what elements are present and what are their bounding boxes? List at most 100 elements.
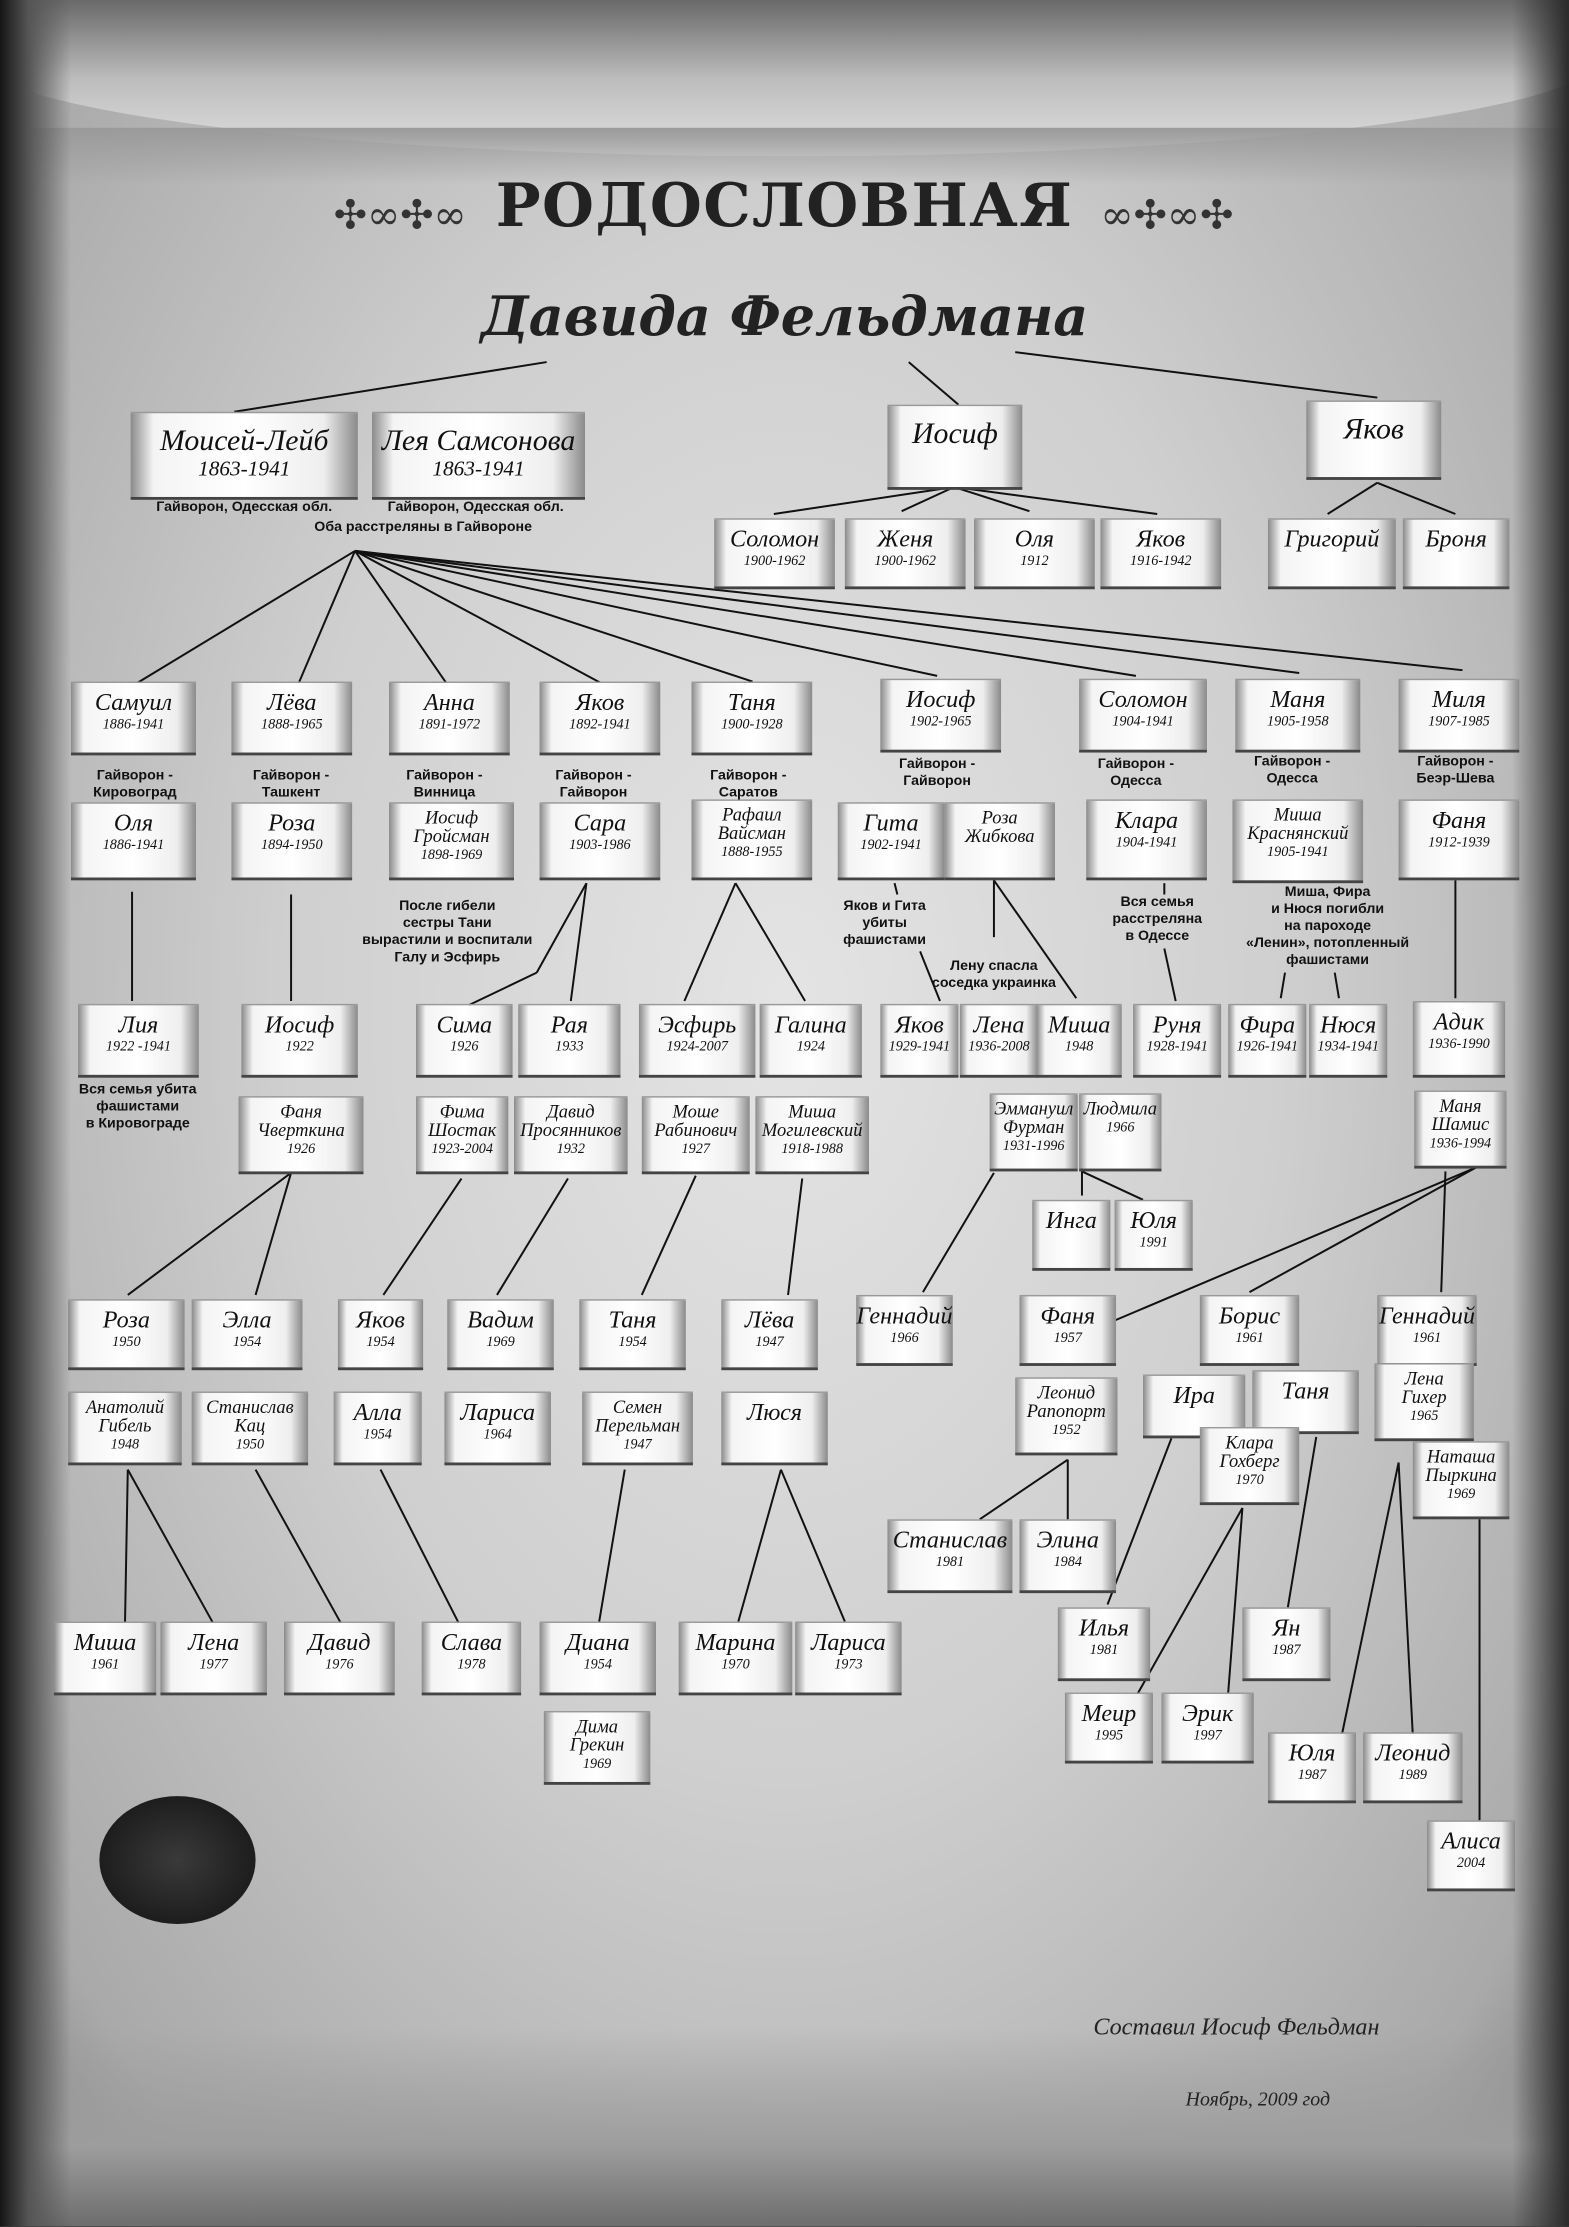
person-years: 1969 — [486, 1334, 515, 1351]
person-years: 1997 — [1193, 1728, 1222, 1744]
annotation-text: Гайворон, Одесская обл. — [387, 499, 564, 516]
person-name: Ира — [1173, 1381, 1215, 1409]
person-years: 1950 — [235, 1436, 265, 1453]
person-years: 1964 — [483, 1426, 512, 1443]
annotation-text: Гайворон - Гайворон — [555, 768, 632, 801]
person-name: Миша — [1047, 1010, 1111, 1038]
person-card: Инга — [1032, 1199, 1111, 1271]
person-years: 1954 — [618, 1334, 647, 1351]
connector-line — [254, 1172, 293, 1296]
person-name: Лена — [188, 1628, 240, 1656]
person-name: Миша Могилевский — [761, 1100, 863, 1141]
person-name: Лариса — [811, 1628, 886, 1656]
scroll-left-edge — [0, 0, 71, 2227]
connector-line — [297, 550, 356, 685]
person-years: 1932 — [556, 1141, 585, 1158]
person-years: 1947 — [623, 1436, 652, 1453]
person-name: Роза — [102, 1306, 150, 1334]
person-name: Иосиф — [264, 1010, 335, 1038]
person-years: 1907-1985 — [1428, 714, 1490, 730]
person-years: 1933 — [555, 1039, 584, 1055]
connector-line — [134, 550, 356, 686]
connector-line — [234, 361, 547, 413]
person-name: Геннадий — [1378, 1302, 1476, 1330]
connector-line — [734, 882, 806, 1002]
person-name: Таня — [1281, 1377, 1330, 1405]
person-years: 1912-1939 — [1428, 834, 1490, 851]
person-years: 1948 — [1064, 1039, 1094, 1055]
person-years: 1900-1962 — [743, 553, 806, 570]
person-name: Миля — [1431, 685, 1486, 713]
person-name: Элина — [1036, 1526, 1099, 1554]
person-name: Слава — [440, 1628, 503, 1656]
person-name: Эрик — [1182, 1699, 1234, 1727]
annotation-text: Оба расстреляны в Гайвороне — [314, 519, 532, 536]
person-years: 1931-1996 — [1002, 1138, 1065, 1155]
person-years: 1969 — [1446, 1486, 1476, 1503]
connector-line — [683, 882, 737, 1002]
person-years: 1987 — [1297, 1767, 1327, 1784]
person-name: Борис — [1218, 1302, 1281, 1330]
person-name: Фима Шостак — [428, 1100, 497, 1141]
connector-line — [382, 1177, 463, 1296]
person-years: 1936-1994 — [1429, 1135, 1492, 1152]
ornament-left-icon: ✣∞✣∞ — [333, 191, 467, 239]
date-credit: Ноябрь, 2009 год — [1185, 2090, 1331, 2112]
person-name: Миша — [73, 1628, 137, 1656]
person-years: 1905-1958 — [1267, 714, 1329, 730]
connector-line — [919, 950, 941, 1002]
annotation-text: Гайворон - Винница — [406, 768, 483, 801]
connector-line — [598, 1469, 626, 1622]
person-name: Станислав — [892, 1526, 1008, 1554]
person-name: Инга — [1045, 1206, 1097, 1234]
person-name: Диана — [566, 1628, 630, 1656]
connector-line — [379, 1469, 460, 1624]
connector-line — [1440, 1171, 1447, 1293]
person-years: 1948 — [110, 1436, 140, 1453]
connector-line — [354, 549, 753, 683]
person-years: 1924-2007 — [666, 1039, 728, 1055]
annotation-text: Вся семья расстреляна в Одессе — [1112, 894, 1203, 945]
connector-line — [354, 549, 1137, 677]
person-years: 1891-1972 — [418, 717, 481, 733]
person-name: Нюся — [1320, 1010, 1377, 1038]
person-years: 1989 — [1398, 1767, 1427, 1784]
person-years: 1981 — [1089, 1642, 1119, 1659]
wax-seal-icon — [99, 1796, 256, 1924]
connector-line — [773, 486, 955, 515]
person-years: 1991 — [1139, 1235, 1168, 1251]
connector-line — [1327, 481, 1378, 515]
person-name: Яков — [1343, 411, 1404, 446]
person-name: Фаня — [1431, 806, 1487, 834]
connector-line — [127, 1172, 292, 1296]
person-name: Рафаил Вайсман — [717, 803, 786, 844]
person-name: Анатолий Гибель — [85, 1395, 165, 1436]
connector-line — [1397, 1462, 1414, 1736]
